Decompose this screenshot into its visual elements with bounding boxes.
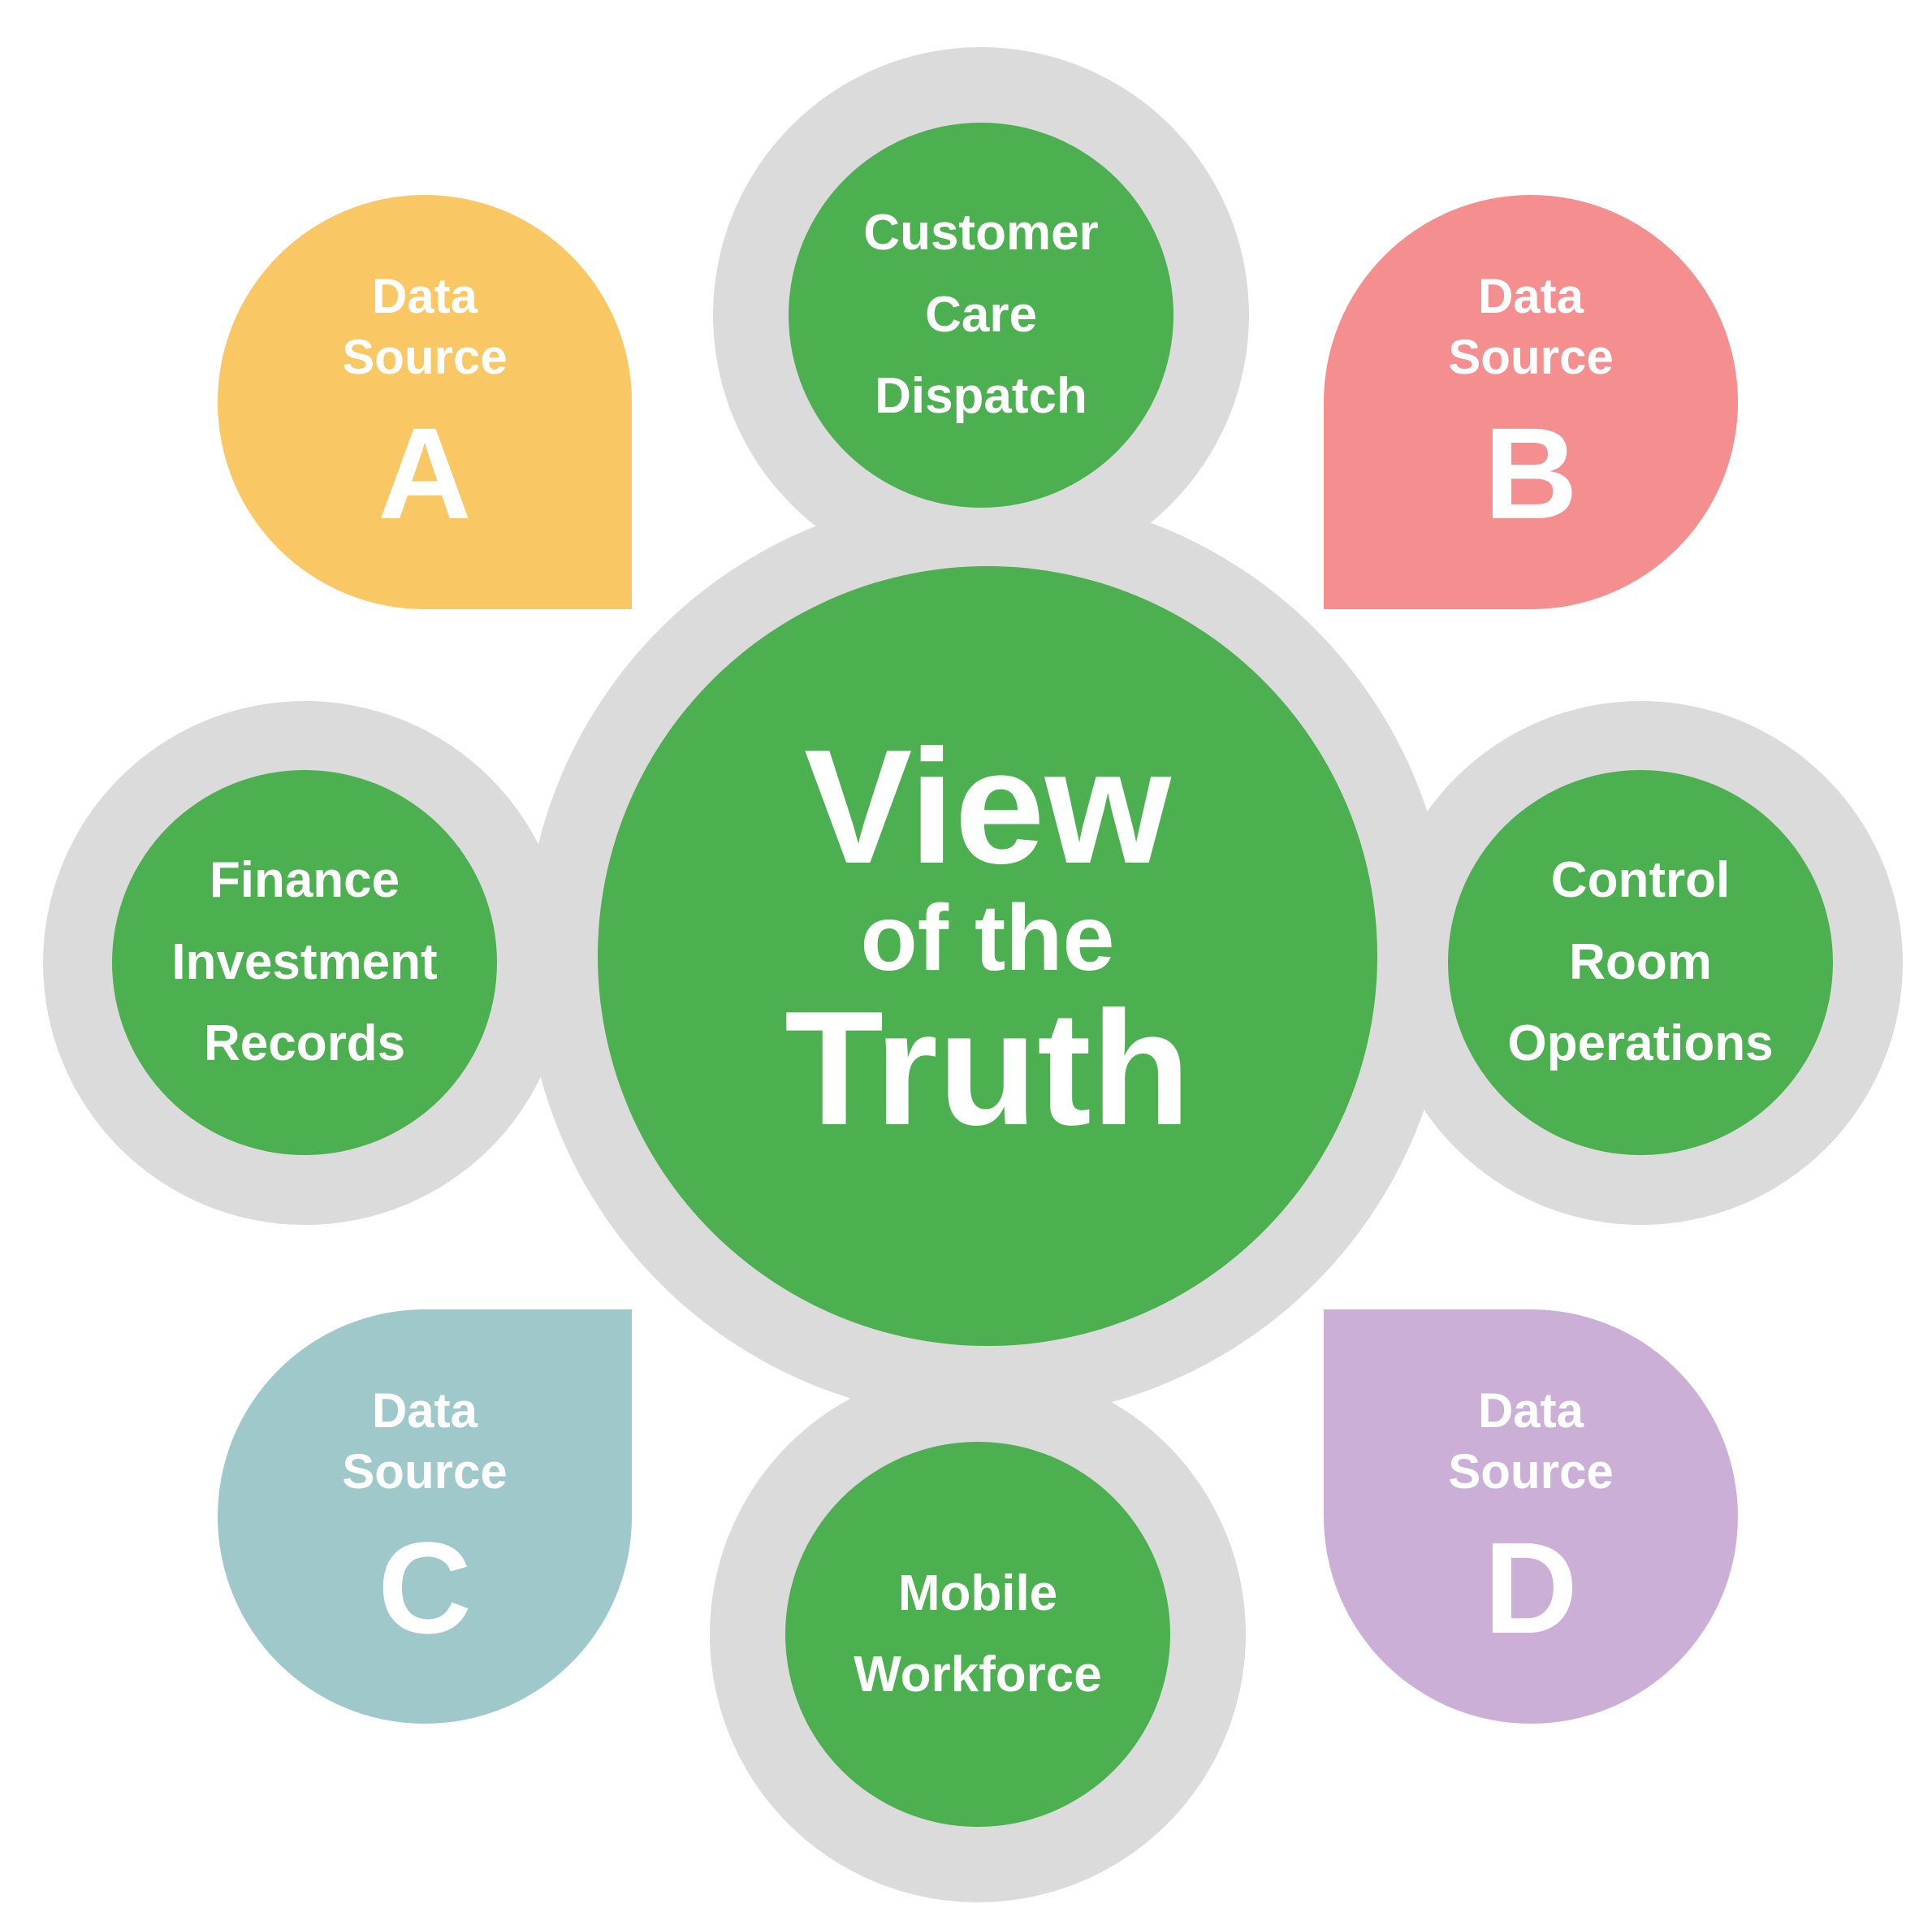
data-source-d-shape: Data Source D: [1324, 1309, 1738, 1724]
node-control-room-operations-line-2: Room: [1569, 933, 1712, 990]
data-source-c-shape: Data Source C: [218, 1309, 632, 1724]
data-source-a-label-line-1: Data: [371, 269, 478, 323]
node-control-room-operations-line-3: Operations: [1507, 1015, 1774, 1072]
data-source-a-label-line-2: Source: [342, 330, 508, 384]
data-source-d-label-line-1: Data: [1477, 1383, 1584, 1438]
data-source-d-letter: D: [1484, 1515, 1578, 1660]
node-customer-care-dispatch: Customer Care Dispatch: [789, 123, 1173, 508]
data-source-d-label-line-2: Source: [1448, 1444, 1614, 1499]
node-control-room-operations-line-1: Control: [1550, 852, 1731, 909]
data-source-b-label-line-2: Source: [1448, 330, 1614, 384]
data-source-c-label-line-2: Source: [342, 1444, 508, 1499]
node-customer-care-dispatch-line-1: Customer: [863, 205, 1099, 262]
data-source-b-letter: B: [1484, 400, 1578, 546]
center-node-view-of-the-truth: View of the Truth: [598, 566, 1377, 1346]
node-finance-investment-records-line-3: Records: [203, 1015, 406, 1072]
data-source-b-shape: Data Source B: [1324, 195, 1738, 609]
node-customer-care-dispatch-line-2: Care: [925, 286, 1037, 343]
data-source-a-shape: Data Source A: [218, 195, 632, 609]
node-finance-investment-records-line-2: Investment: [171, 933, 438, 990]
node-finance-investment-records-line-1: Finance: [209, 852, 400, 909]
center-title-line-2: of the: [860, 886, 1115, 990]
node-mobile-workforce: Mobile Workforce: [785, 1442, 1170, 1827]
data-source-a-letter: A: [378, 400, 472, 546]
node-control-room-operations: Control Room Operations: [1448, 770, 1833, 1155]
node-mobile-workforce-line-1: Mobile: [897, 1564, 1058, 1621]
center-title-line-1: View: [803, 716, 1172, 898]
data-source-b-label-line-1: Data: [1477, 269, 1584, 323]
data-source-c-letter: C: [378, 1515, 472, 1660]
center-title-line-3: Truth: [784, 978, 1191, 1159]
node-finance-investment-records: Finance Investment Records: [112, 770, 497, 1155]
data-source-c-label-line-1: Data: [371, 1383, 478, 1438]
node-customer-care-dispatch-line-3: Dispatch: [875, 368, 1087, 425]
node-mobile-workforce-line-2: Workforce: [854, 1647, 1102, 1703]
